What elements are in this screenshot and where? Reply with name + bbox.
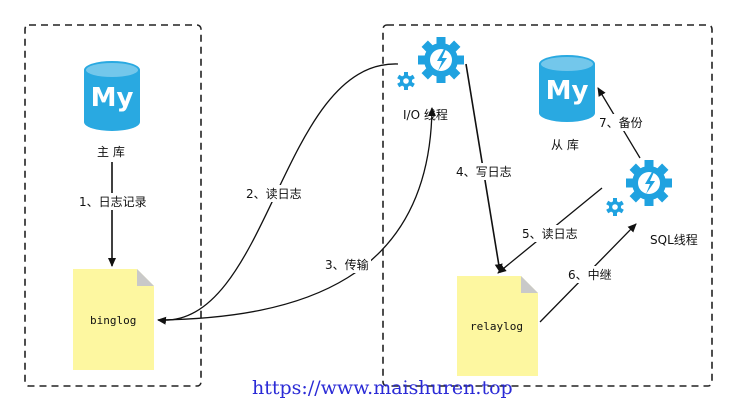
io-thread-gear-icon xyxy=(397,37,464,90)
step3-label: 3、传输 xyxy=(323,256,371,273)
slave-label: 从 库 xyxy=(551,138,579,152)
step5-label: 5、读日志 xyxy=(520,225,580,242)
step2-label: 2、读日志 xyxy=(244,185,304,202)
relaylog-label: relaylog xyxy=(470,320,523,333)
step4-label: 4、写日志 xyxy=(454,163,514,180)
arrow-step3 xyxy=(157,107,436,321)
step1-label: 1、日志记录 xyxy=(77,193,149,210)
slave-database-icon: My xyxy=(539,55,595,122)
slave-db-logo: My xyxy=(546,76,589,106)
slave-container xyxy=(382,24,713,387)
step7-label: 7、备份 xyxy=(597,114,645,131)
step6-label: 6、中继 xyxy=(566,266,614,283)
watermark-url: https://www.maishuren.top xyxy=(252,377,513,399)
binlog-label: binglog xyxy=(90,314,137,327)
master-db-logo: My xyxy=(91,83,134,113)
sql-thread-gear-icon xyxy=(606,160,672,216)
binlog-document-icon xyxy=(73,269,154,370)
master-label: 主 库 xyxy=(97,145,125,159)
relaylog-document-icon xyxy=(457,276,538,376)
io-thread-label: I/O 线程 xyxy=(403,108,448,122)
master-database-icon: My xyxy=(84,61,140,131)
sql-thread-label: SQL线程 xyxy=(650,233,698,247)
master-container xyxy=(24,24,202,387)
